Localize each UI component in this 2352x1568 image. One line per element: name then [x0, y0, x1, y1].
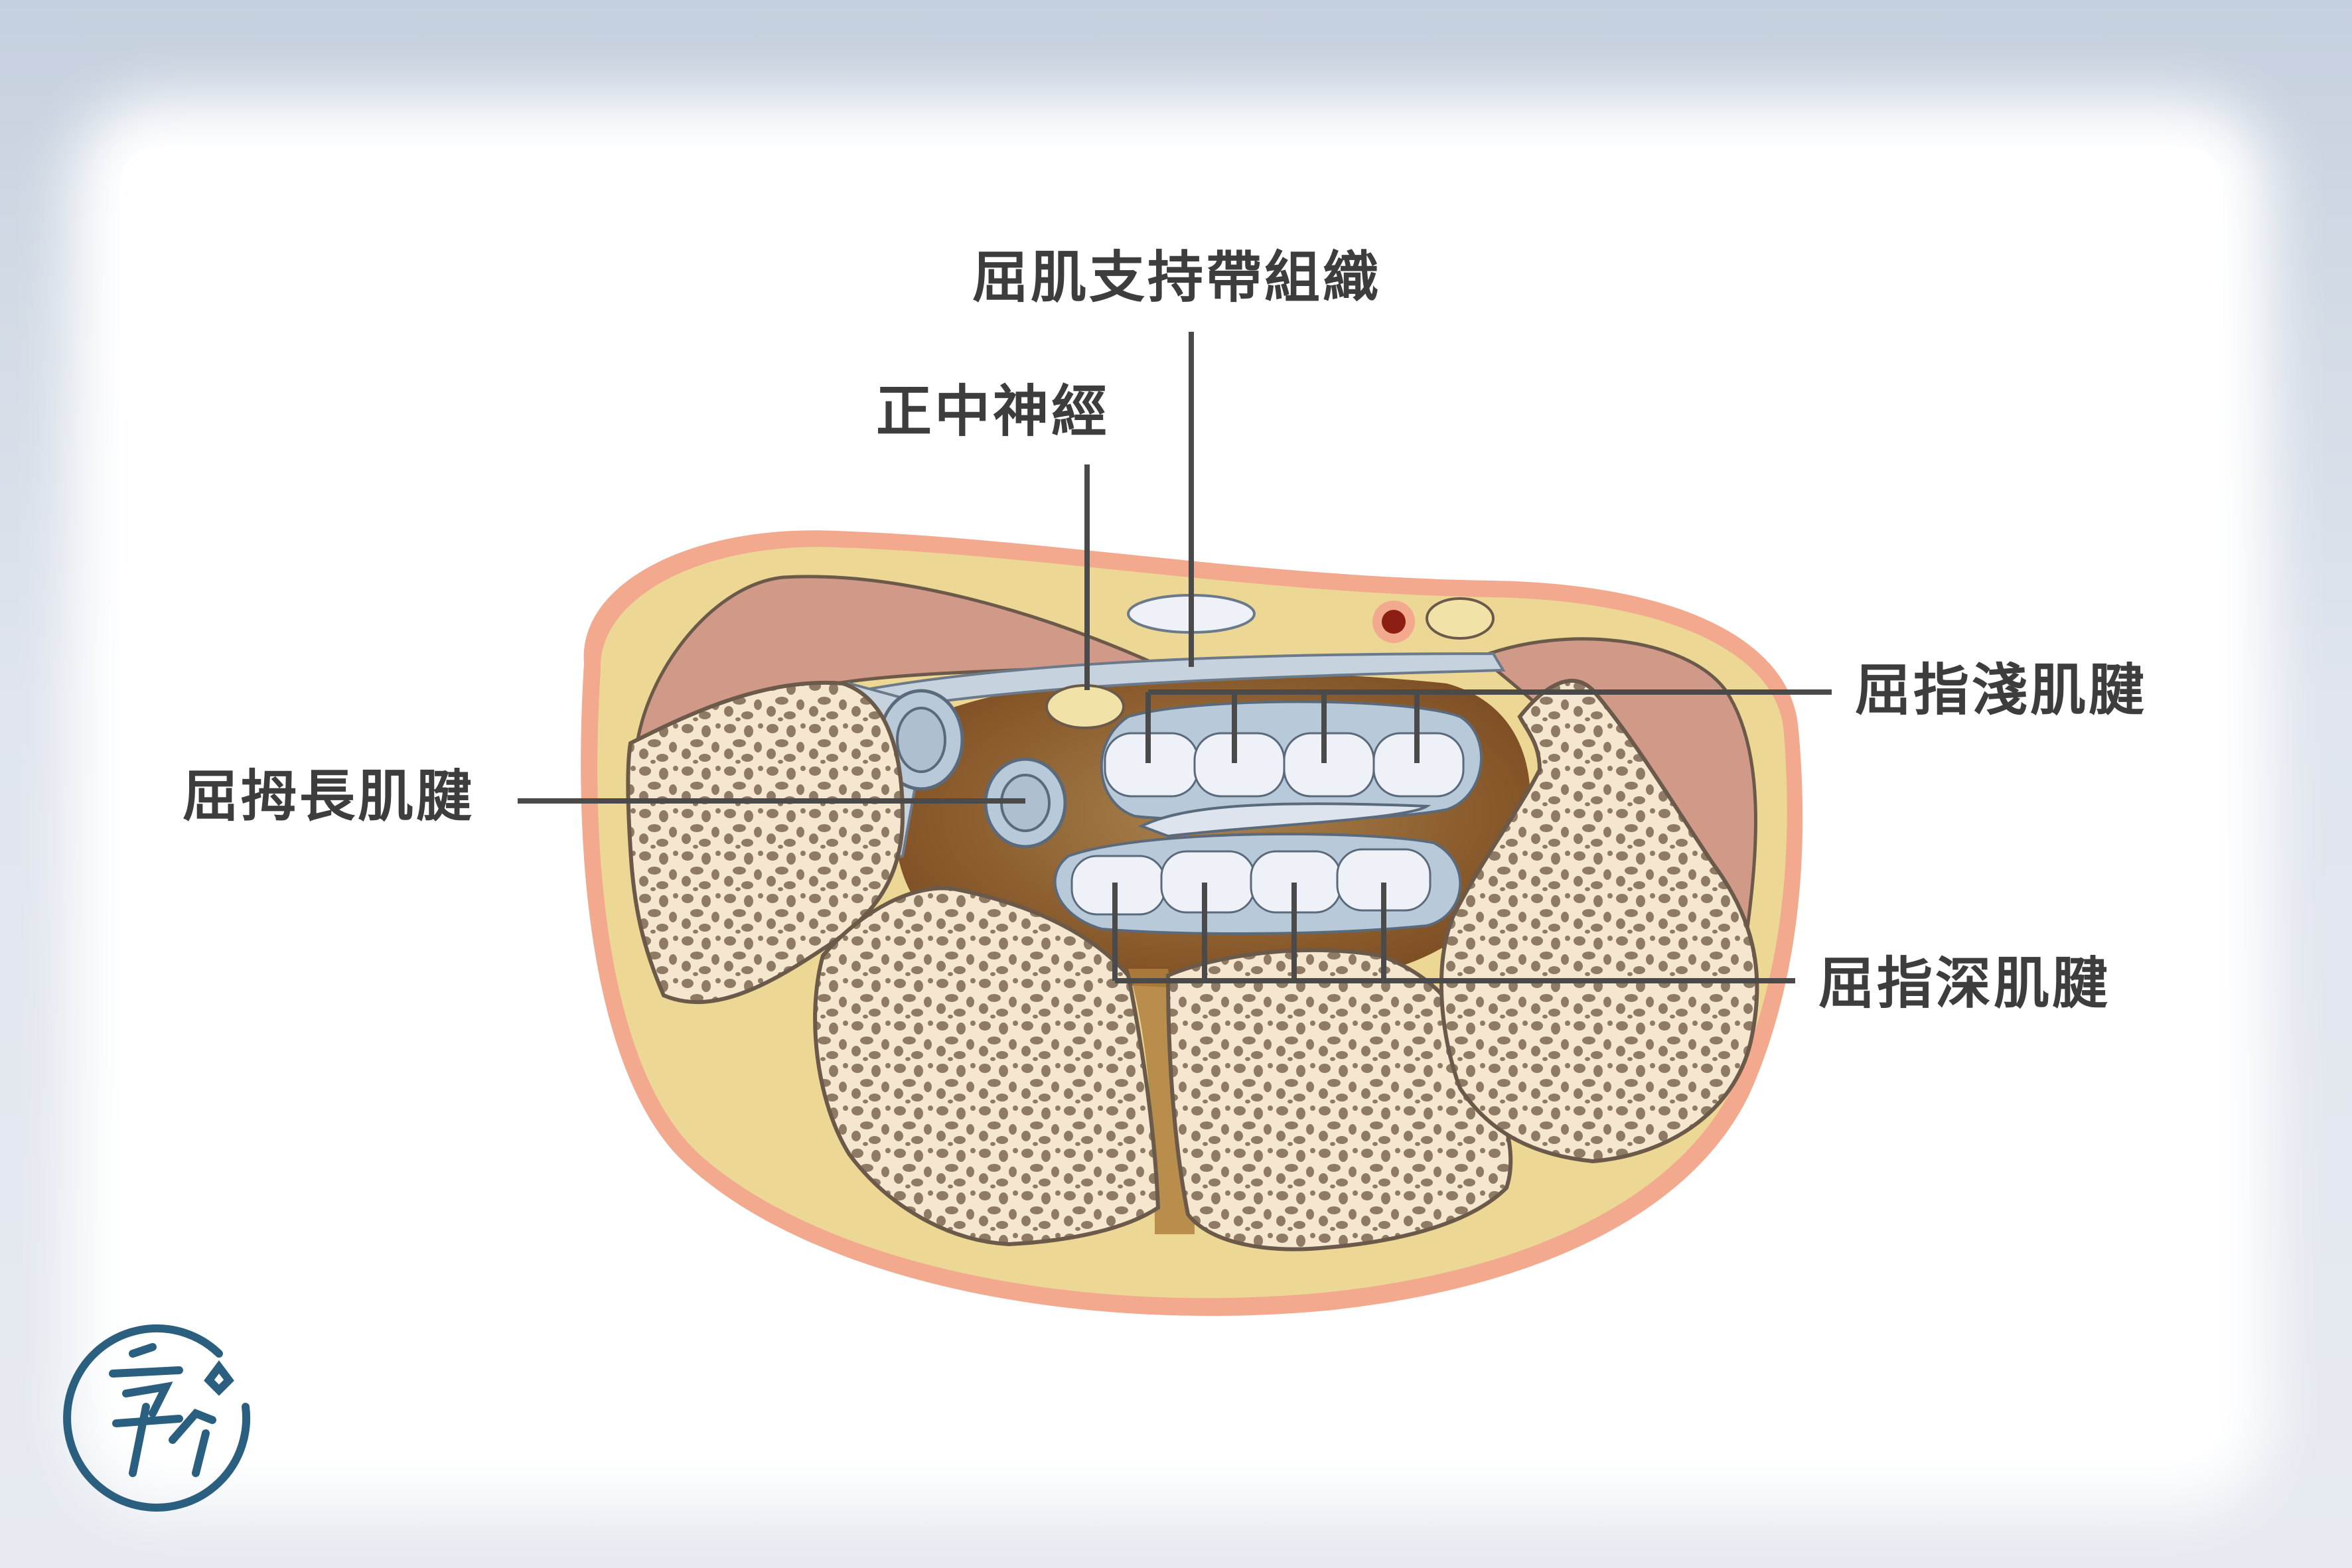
flexor-pollicis-longus-label: 屈拇長肌腱 [183, 764, 475, 829]
fds-tendon [1283, 732, 1375, 798]
flexor-retinaculum-label: 屈肌支持帶組織 [972, 245, 1382, 310]
circle-brush-logo-icon [63, 1324, 251, 1512]
flexor-retinaculum [859, 652, 1506, 712]
fdp-tendon [1160, 850, 1256, 914]
median-nerve [1045, 684, 1125, 729]
flexor-digitorum-profundus-label: 屈指深肌腱 [1818, 951, 2111, 1016]
fdp-tendon [1070, 855, 1166, 916]
fdp-tendons [1070, 848, 1432, 916]
fdp-leader [1112, 883, 1795, 983]
trapezoid-bone [813, 886, 1161, 1247]
capitate-bone [1165, 948, 1513, 1251]
median-nerve-label: 正中神經 [876, 379, 1110, 444]
hamate-bone [1439, 678, 1759, 1164]
ulnar-artery [1372, 601, 1415, 643]
flexor-digitorum-superficialis-label: 屈指淺肌腱 [1855, 658, 2148, 723]
intermediate-tendon [1138, 802, 1432, 838]
fds-tendons [1104, 732, 1465, 798]
fds-leader [1145, 689, 1832, 763]
leader-lines [518, 332, 1832, 983]
fds-tendon [1104, 732, 1199, 798]
fds-tendon [1193, 732, 1286, 798]
ulnar-nerve [1426, 597, 1495, 640]
